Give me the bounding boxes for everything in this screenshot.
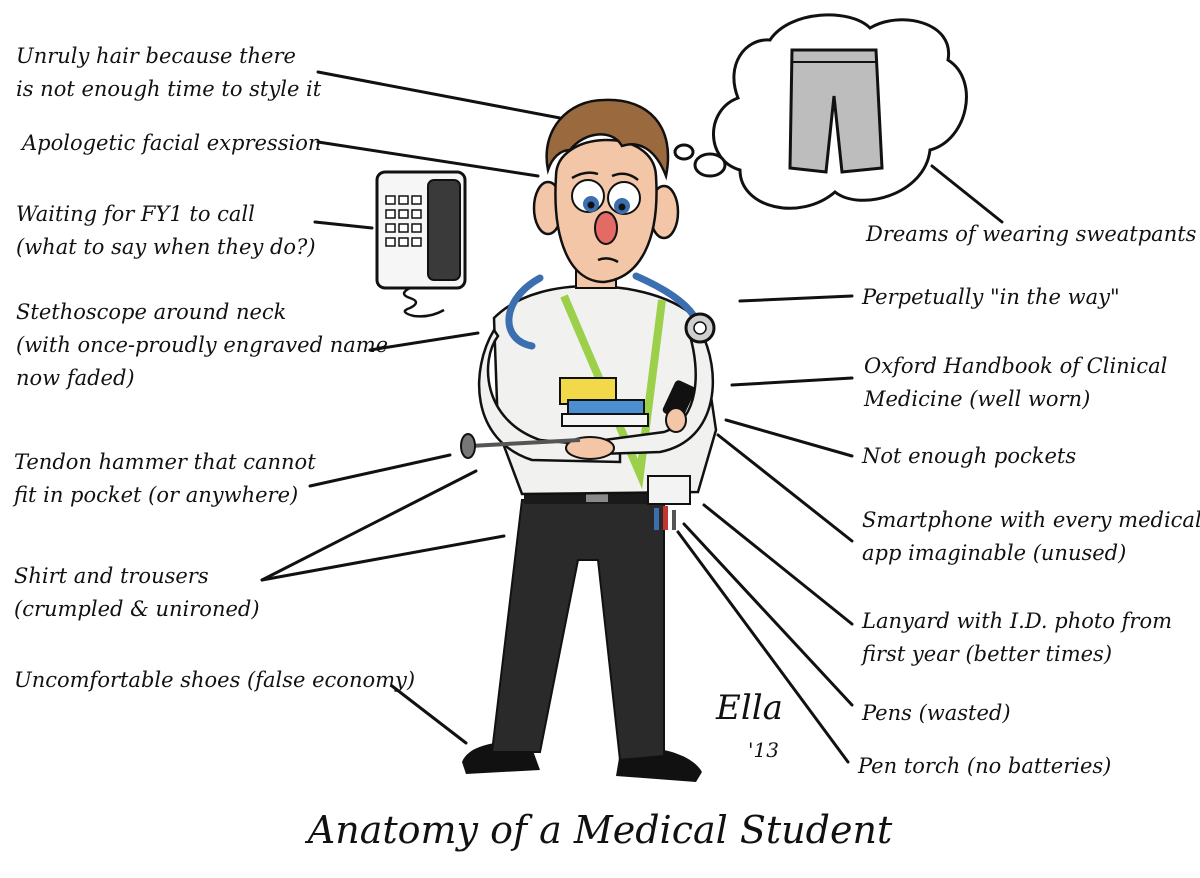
leader-line-phone xyxy=(313,220,374,230)
leader-line-lanyard xyxy=(702,503,854,626)
leader-line-shirt xyxy=(260,469,478,582)
label-handbook: Oxford Handbook of Clinical Medicine (we… xyxy=(864,350,1167,416)
label-shirt-line-1: Shirt and trousers xyxy=(14,564,209,588)
label-stethoscope: Stethoscope around neck (with once-proud… xyxy=(16,296,388,395)
label-in-the-way: Perpetually "in the way" xyxy=(862,281,1120,314)
leader-line-shoes xyxy=(390,684,468,745)
leader-line-in-the-way xyxy=(738,294,854,303)
label-sweatpants-line-1: Dreams of wearing sweatpants xyxy=(866,222,1197,246)
leader-line-stethoscope xyxy=(368,331,480,352)
label-pens: Pens (wasted) xyxy=(862,697,1011,730)
label-face: Apologetic facial expression xyxy=(22,127,321,160)
leader-line-smartphone xyxy=(716,433,854,543)
leader-line-sweatpants xyxy=(930,164,1004,224)
label-hair-line-1: Unruly hair because there xyxy=(16,44,296,68)
label-sweatpants: Dreams of wearing sweatpants xyxy=(866,218,1196,251)
label-torch-line-1: Pen torch (no batteries) xyxy=(858,754,1112,778)
label-shirt: Shirt and trousers (crumpled & unironed) xyxy=(14,560,260,626)
label-phone-wait-line-2: (what to say when they do?) xyxy=(16,235,316,259)
leader-lines xyxy=(260,70,1004,764)
label-lanyard: Lanyard with I.D. photo from first year … xyxy=(862,605,1172,671)
label-phone-wait-line-1: Waiting for FY1 to call xyxy=(16,202,255,226)
leader-line-face xyxy=(316,140,540,178)
label-torch: Pen torch (no batteries) xyxy=(858,750,1111,783)
label-hammer: Tendon hammer that cannot fit in pocket … xyxy=(14,446,316,512)
label-hammer-line-2: fit in pocket (or anywhere) xyxy=(14,483,299,507)
label-hammer-line-1: Tendon hammer that cannot xyxy=(14,450,316,474)
label-stethoscope-line-3: now faded) xyxy=(16,366,135,390)
label-shoes: Uncomfortable shoes (false economy) xyxy=(14,664,415,697)
label-face-line-1: Apologetic facial expression xyxy=(22,131,322,155)
label-handbook-line-2: Medicine (well worn) xyxy=(864,387,1091,411)
label-stethoscope-line-1: Stethoscope around neck xyxy=(16,300,287,324)
label-handbook-line-1: Oxford Handbook of Clinical xyxy=(864,354,1168,378)
label-pens-line-1: Pens (wasted) xyxy=(862,701,1011,725)
artist-signature-year: '13 xyxy=(748,738,779,762)
leader-line-pockets xyxy=(724,418,854,458)
label-hair-line-2: is not enough time to style it xyxy=(16,77,322,101)
label-in-the-way-line-1: Perpetually "in the way" xyxy=(862,285,1120,309)
label-lanyard-line-2: first year (better times) xyxy=(862,642,1113,666)
leader-line-hammer xyxy=(308,453,452,488)
label-shirt-line-2: (crumpled & unironed) xyxy=(14,597,260,621)
label-smartphone: Smartphone with every medical app imagin… xyxy=(862,504,1200,570)
label-pockets: Not enough pockets xyxy=(862,440,1076,473)
leader-line-trousers xyxy=(260,534,506,582)
student-figure xyxy=(460,98,718,782)
label-shoes-line-1: Uncomfortable shoes (false economy) xyxy=(14,668,416,692)
label-hair: Unruly hair because there is not enough … xyxy=(16,40,321,106)
label-smartphone-line-2: app imaginable (unused) xyxy=(862,541,1127,565)
label-pockets-line-1: Not enough pockets xyxy=(862,444,1077,468)
label-phone-wait: Waiting for FY1 to call (what to say whe… xyxy=(16,198,316,264)
thought-bubble xyxy=(673,13,968,210)
leader-line-pens xyxy=(682,522,854,707)
wall-phone-icon xyxy=(375,170,467,318)
leader-line-handbook xyxy=(730,376,854,387)
label-smartphone-line-1: Smartphone with every medical xyxy=(862,508,1200,532)
leader-line-torch xyxy=(676,530,850,764)
label-lanyard-line-1: Lanyard with I.D. photo from xyxy=(862,609,1173,633)
label-stethoscope-line-2: (with once-proudly engraved name xyxy=(16,333,389,357)
sweatpants-icon xyxy=(788,48,884,174)
page-title: Anatomy of a Medical Student xyxy=(307,808,893,852)
leader-line-hair xyxy=(316,70,562,120)
artist-signature: Ella xyxy=(716,688,783,728)
